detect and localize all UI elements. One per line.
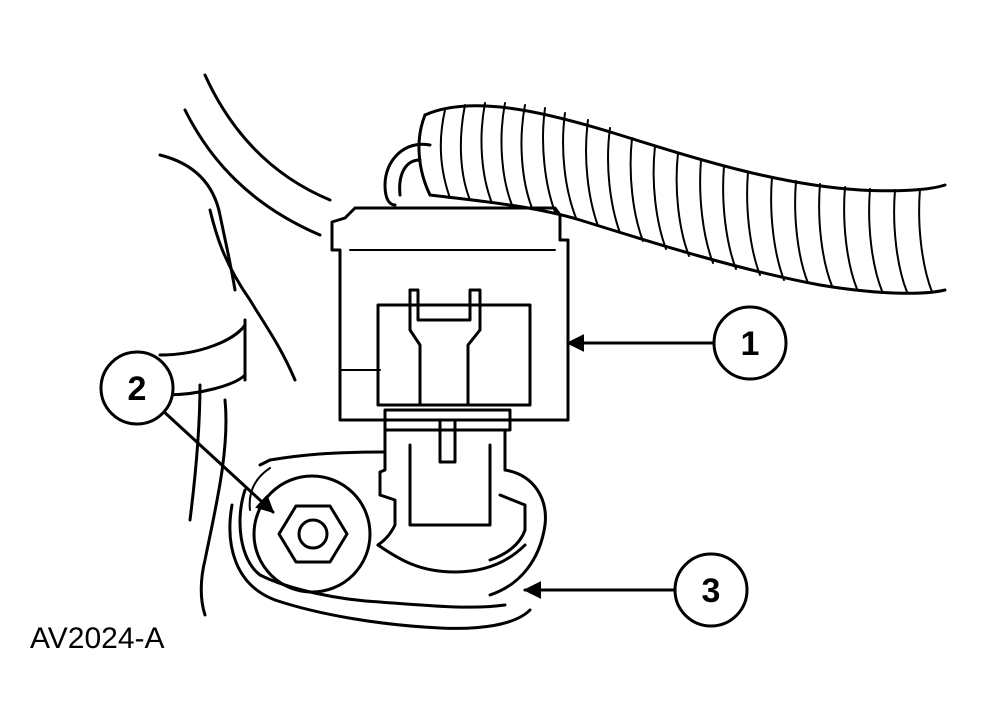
callout-2: 2 xyxy=(99,350,175,426)
figure-reference-code: AV2024-A xyxy=(30,622,165,655)
callout-3-label: 3 xyxy=(702,572,721,610)
electrical-connector xyxy=(330,206,570,432)
callout-1: 1 xyxy=(712,305,788,381)
leader-arrows xyxy=(160,334,717,599)
sensor-assembly xyxy=(228,418,547,630)
wiring-harness xyxy=(383,102,947,295)
callout-3: 3 xyxy=(673,552,749,628)
callout-2-label: 2 xyxy=(128,370,147,408)
engine-outline xyxy=(158,73,332,617)
callout-1-label: 1 xyxy=(741,325,760,363)
bolt-nut xyxy=(252,474,372,594)
